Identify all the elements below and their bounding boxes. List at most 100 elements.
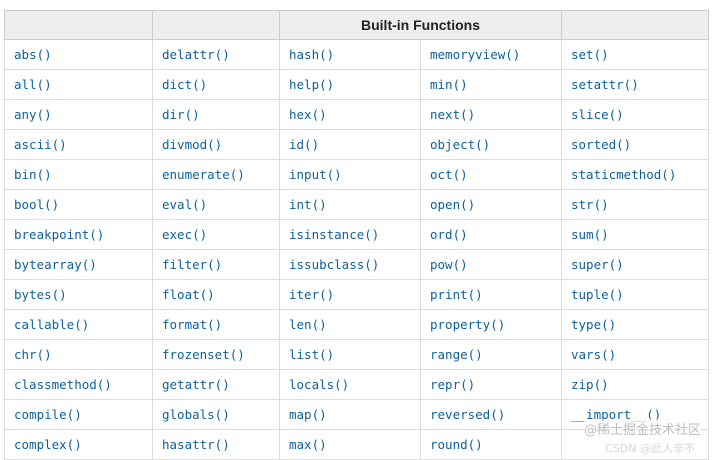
function-link[interactable]: sorted() (571, 137, 632, 152)
function-link[interactable]: slice() (571, 107, 624, 122)
function-link[interactable]: enumerate() (162, 167, 245, 182)
table-cell: set() (561, 39, 709, 70)
function-link[interactable]: id() (289, 137, 320, 152)
table-cell: eval() (152, 189, 280, 220)
function-link[interactable]: callable() (14, 317, 90, 332)
table-cell: next() (420, 99, 562, 130)
function-link[interactable]: range() (430, 347, 483, 362)
function-link[interactable]: any() (14, 107, 52, 122)
function-link[interactable]: next() (430, 107, 476, 122)
table-cell: ord() (420, 219, 562, 250)
table-cell: bin() (4, 159, 153, 190)
table-cell: globals() (152, 399, 280, 430)
table-row: ascii() divmod() id() object() sorted() (4, 129, 709, 160)
function-link[interactable]: delattr() (162, 47, 230, 62)
function-link[interactable]: int() (289, 197, 327, 212)
function-link[interactable]: complex() (14, 437, 82, 452)
table-cell: iter() (279, 279, 421, 310)
function-link[interactable]: filter() (162, 257, 223, 272)
function-link[interactable]: map() (289, 407, 327, 422)
function-link[interactable]: breakpoint() (14, 227, 105, 242)
table-cell: max() (279, 429, 421, 460)
function-link[interactable]: round() (430, 437, 483, 452)
function-link[interactable]: pow() (430, 257, 468, 272)
function-link[interactable]: __import__() (571, 407, 662, 422)
function-link[interactable]: staticmethod() (571, 167, 677, 182)
table-cell: hash() (279, 39, 421, 70)
function-link[interactable]: property() (430, 317, 506, 332)
function-link[interactable]: reversed() (430, 407, 506, 422)
function-link[interactable]: classmethod() (14, 377, 112, 392)
function-link[interactable]: str() (571, 197, 609, 212)
function-link[interactable]: frozenset() (162, 347, 245, 362)
function-link[interactable]: float() (162, 287, 215, 302)
function-link[interactable]: isinstance() (289, 227, 380, 242)
table-body: abs() delattr() hash() memoryview() set() all… (4, 39, 709, 460)
function-link[interactable]: exec() (162, 227, 208, 242)
table-cell: min() (420, 69, 562, 100)
function-link[interactable]: all() (14, 77, 52, 92)
table-cell: list() (279, 339, 421, 370)
function-link[interactable]: object() (430, 137, 491, 152)
table-row: bytes() float() iter() print() tuple() (4, 279, 709, 310)
table-cell: ascii() (4, 129, 153, 160)
function-link[interactable]: format() (162, 317, 223, 332)
function-link[interactable]: print() (430, 287, 483, 302)
table-cell: bytes() (4, 279, 153, 310)
table-cell: enumerate() (152, 159, 280, 190)
function-link[interactable]: chr() (14, 347, 52, 362)
function-link[interactable]: tuple() (571, 287, 624, 302)
function-link[interactable]: iter() (289, 287, 335, 302)
function-link[interactable]: oct() (430, 167, 468, 182)
table-cell: range() (420, 339, 562, 370)
function-link[interactable]: set() (571, 47, 609, 62)
watermark-text: @稀土掘金技术社区 (583, 419, 701, 438)
function-link[interactable]: hash() (289, 47, 335, 62)
function-link[interactable]: zip() (571, 377, 609, 392)
function-link[interactable]: repr() (430, 377, 476, 392)
function-link[interactable]: bin() (14, 167, 52, 182)
table-cell: all() (4, 69, 153, 100)
function-link[interactable]: bool() (14, 197, 60, 212)
function-link[interactable]: help() (289, 77, 335, 92)
function-link[interactable]: hex() (289, 107, 327, 122)
function-link[interactable]: len() (289, 317, 327, 332)
table-row: bin() enumerate() input() oct() staticmethod… (4, 159, 709, 190)
table-cell: classmethod() (4, 369, 153, 400)
function-link[interactable]: dir() (162, 107, 200, 122)
function-link[interactable]: max() (289, 437, 327, 452)
function-link[interactable]: input() (289, 167, 342, 182)
function-link[interactable]: eval() (162, 197, 208, 212)
function-link[interactable]: compile() (14, 407, 82, 422)
function-link[interactable]: issubclass() (289, 257, 380, 272)
function-link[interactable]: divmod() (162, 137, 223, 152)
table-cell: sum() (561, 219, 709, 250)
function-link[interactable]: vars() (571, 347, 617, 362)
table-cell: staticmethod() (561, 159, 709, 190)
function-link[interactable]: type() (571, 317, 617, 332)
table-row: callable() format() len() property() type() (4, 309, 709, 340)
function-link[interactable]: list() (289, 347, 335, 362)
table-row: chr() frozenset() list() range() vars() (4, 339, 709, 370)
function-link[interactable]: locals() (289, 377, 350, 392)
builtin-functions-table-wrapper: Built-in Functions abs()delattr()hash()m… (4, 10, 709, 460)
function-link[interactable]: open() (430, 197, 476, 212)
function-link[interactable]: ascii() (14, 137, 67, 152)
function-link[interactable]: bytearray() (14, 257, 97, 272)
function-link[interactable]: min() (430, 77, 468, 92)
function-link[interactable]: sum() (571, 227, 609, 242)
function-link[interactable]: memoryview() (430, 47, 521, 62)
function-link[interactable]: bytes() (14, 287, 67, 302)
function-link[interactable]: getattr() (162, 377, 230, 392)
function-link[interactable]: super() (571, 257, 624, 272)
table-row: bytearray() filter() issubclass() pow() supe… (4, 249, 709, 280)
table-cell: tuple() (561, 279, 709, 310)
table-cell: getattr() (152, 369, 280, 400)
function-link[interactable]: abs() (14, 47, 52, 62)
function-link[interactable]: ord() (430, 227, 468, 242)
function-link[interactable]: globals() (162, 407, 230, 422)
table-cell: delattr() (152, 39, 280, 70)
function-link[interactable]: setattr() (571, 77, 639, 92)
function-link[interactable]: hasattr() (162, 437, 230, 452)
function-link[interactable]: dict() (162, 77, 208, 92)
